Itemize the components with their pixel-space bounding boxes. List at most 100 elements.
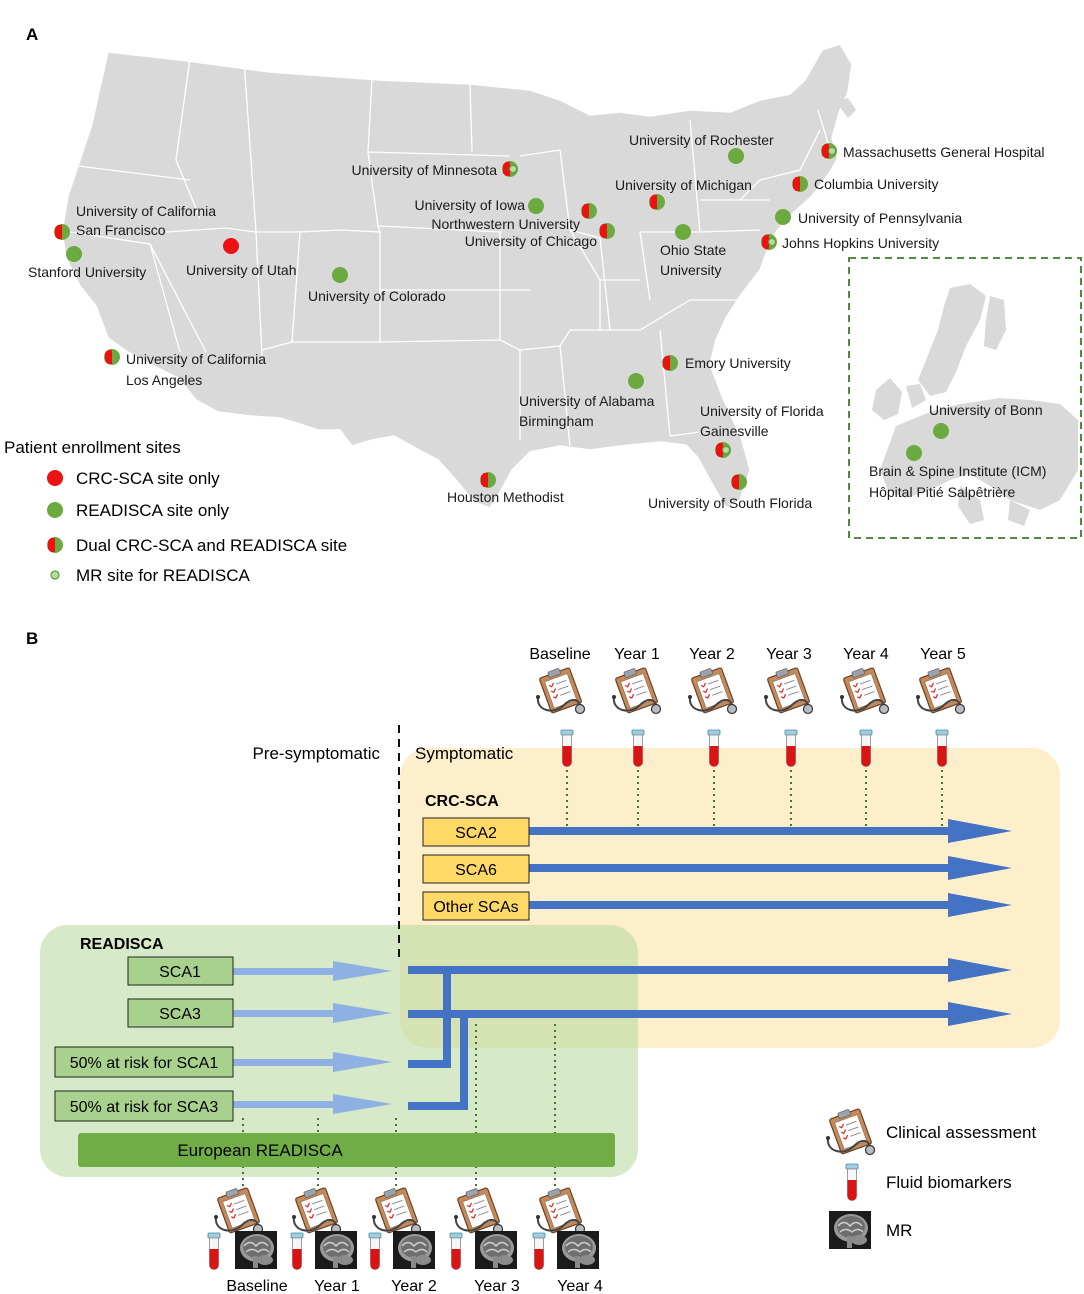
crc-group-sca2[interactable] [422, 817, 530, 847]
site-dot-columbia[interactable] [792, 176, 808, 192]
site-label-iowa: University of Iowa [415, 197, 526, 213]
crc-group-other[interactable] [422, 891, 530, 921]
blood-tube-icon [449, 1232, 463, 1270]
site-dot-emory[interactable] [662, 355, 678, 371]
blood-tube-icon [859, 729, 873, 767]
site-dot-alabama[interactable] [628, 373, 644, 389]
site-label-ohio: Ohio State [660, 242, 726, 258]
legend-readisca-dot [47, 502, 63, 518]
site-label-northwestern: Northwestern University [431, 216, 580, 232]
clipboard-stethoscope-icon [213, 1183, 264, 1235]
site-label-houston: Houston Methodist [447, 489, 564, 505]
readisca-post-arrows [408, 958, 1012, 1110]
crc-groups: SCA2 SCA6 Other SCAs [422, 817, 530, 921]
site-label-ufl-2: Gainesville [700, 423, 769, 439]
site-label-ucla: University of California [126, 351, 266, 367]
site-label-jhu: Johns Hopkins University [782, 235, 939, 251]
crc-visit-2: Year 2 [689, 646, 735, 663]
site-dot-michigan[interactable] [649, 194, 665, 210]
clipboard-stethoscope-icon [915, 663, 966, 715]
us-map [61, 43, 856, 510]
site-dot-jhu[interactable] [761, 234, 777, 250]
site-label-utah: University of Utah [186, 262, 296, 278]
site-dot-usf[interactable] [731, 474, 747, 490]
readisca-visit-0: Baseline [226, 1278, 287, 1294]
site-label-michigan: University of Michigan [615, 177, 752, 193]
crc-visit-4: Year 4 [843, 646, 889, 663]
site-dot-ufl[interactable] [715, 442, 731, 458]
legend-title: Patient enrollment sites [4, 438, 181, 457]
site-dot-icm[interactable] [906, 445, 922, 461]
crc-visit-labels: Baseline Year 1 Year 2 Year 3 Year 4 Yea… [529, 646, 966, 663]
readisca-visit-labels: Baseline Year 1 Year 2 Year 3 Year 4 [226, 1278, 603, 1294]
readisca-pre-arrows [233, 961, 392, 1114]
readisca-group-sca1[interactable] [127, 956, 234, 986]
site-label-ufl: University of Florida [700, 403, 824, 419]
blood-tube-icon [368, 1232, 382, 1270]
site-label-colorado: University of Colorado [308, 288, 446, 304]
site-label-stanford: Stanford University [28, 264, 146, 280]
readisca-visit-3: Year 3 [474, 1278, 520, 1294]
site-dot-colorado[interactable] [332, 267, 348, 283]
site-label-alabama-2: Birmingham [519, 413, 594, 429]
european-readisca-bar[interactable] [78, 1133, 615, 1167]
brain-mri-icon [234, 1230, 278, 1270]
crc-group-sca2-label: SCA2 [455, 825, 497, 842]
readisca-group-risk-sca3-label: 50% at risk for SCA3 [70, 1099, 219, 1116]
phase-post-label: Symptomatic [415, 744, 514, 763]
blood-tube-icon [707, 729, 721, 767]
site-dot-iowa[interactable] [528, 198, 544, 214]
site-label-penn: University of Pennsylvania [798, 210, 962, 226]
site-dot-houston[interactable] [480, 472, 496, 488]
brain-mri-icon [392, 1230, 436, 1270]
legend-mr-label-b: MR [886, 1221, 912, 1240]
site-dot-bonn[interactable] [933, 423, 949, 439]
blood-tube-icon [532, 1232, 546, 1270]
site-dot-northwestern[interactable] [581, 203, 597, 219]
blood-tube-icon [290, 1232, 304, 1270]
crc-group-sca6[interactable] [422, 854, 530, 884]
site-dot-rochester[interactable] [728, 148, 744, 164]
site-dot-stanford[interactable] [66, 246, 82, 262]
legend-crc-label: CRC-SCA site only [76, 469, 220, 488]
readisca-group-risk-sca1[interactable] [54, 1046, 234, 1078]
clipboard-stethoscope-icon [535, 1183, 586, 1235]
site-dot-utah[interactable] [223, 238, 239, 254]
site-dot-penn[interactable] [775, 209, 791, 225]
enrollment-legend: Patient enrollment sites CRC-SCA site on… [4, 438, 347, 585]
site-label-bonn: University of Bonn [929, 402, 1043, 418]
site-dot-ucsf[interactable] [54, 224, 70, 240]
legend-dual-dot [47, 537, 63, 553]
readisca-group-sca1-label: SCA1 [159, 964, 201, 981]
site-dot-mgh[interactable] [821, 143, 837, 159]
crc-visit-5: Year 5 [920, 646, 966, 663]
brain-mri-icon [828, 1210, 872, 1250]
readisca-group-risk-sca1-label: 50% at risk for SCA1 [70, 1055, 219, 1072]
site-label-icm-2: Hôpital Pitié Salpêtrière [869, 484, 1016, 500]
brain-mri-icon [314, 1230, 358, 1270]
readisca-visit-icons [207, 1183, 600, 1270]
crc-sca-title: CRC-SCA [425, 793, 499, 810]
brain-mri-icon [474, 1230, 518, 1270]
site-dot-chicago[interactable] [599, 223, 615, 239]
blood-tube-icon [935, 729, 949, 767]
clipboard-stethoscope-icon [687, 663, 738, 715]
panel-a-label: A [26, 25, 38, 44]
site-dot-ucla[interactable] [104, 349, 120, 365]
site-dot-ohio[interactable] [675, 224, 691, 240]
clipboard-stethoscope-icon [611, 663, 662, 715]
readisca-group-sca3[interactable] [127, 998, 234, 1028]
site-label-chicago: University of Chicago [465, 233, 597, 249]
site-dot-minnesota[interactable] [502, 161, 518, 177]
legend-crc-dot [47, 470, 63, 486]
blood-tube-icon [845, 1163, 859, 1201]
readisca-group-risk-sca3[interactable] [54, 1090, 234, 1122]
crc-group-sca6-label: SCA6 [455, 862, 497, 879]
legend-mr-dot [50, 570, 60, 580]
european-readisca-label: European READISCA [177, 1141, 343, 1160]
site-label-ucsf: University of California [76, 203, 216, 219]
blood-tube-icon [207, 1232, 221, 1270]
site-label-ucla-2: Los Angeles [126, 372, 202, 388]
clipboard-stethoscope-icon [535, 663, 586, 715]
